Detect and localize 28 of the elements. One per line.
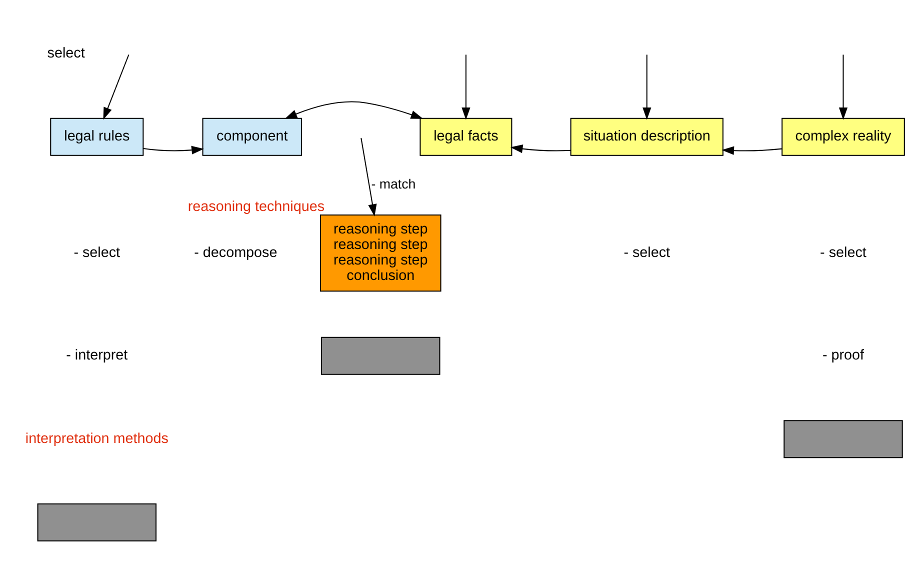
label: - select xyxy=(820,244,866,260)
arrow xyxy=(462,54,470,120)
label: - decompose xyxy=(194,244,278,260)
node-box xyxy=(321,336,440,374)
label: select xyxy=(47,44,85,61)
node-box: legal facts xyxy=(420,117,512,156)
node-box xyxy=(37,502,157,541)
arrow xyxy=(642,54,652,120)
node-box: complex reality xyxy=(782,117,905,156)
arrow xyxy=(103,54,130,120)
node-box: component xyxy=(202,117,302,156)
arrow xyxy=(510,144,571,153)
node-box: situation description xyxy=(570,117,724,156)
arrow xyxy=(838,54,848,120)
arrow xyxy=(722,146,782,154)
label: - proof xyxy=(822,347,864,364)
node-box: reasoning step reasoning step reasoning step conclusion xyxy=(320,214,442,292)
arrow xyxy=(360,137,377,216)
node-box xyxy=(784,420,903,458)
arrow xyxy=(143,145,204,154)
label: - select xyxy=(624,244,670,260)
label: - select xyxy=(74,244,120,260)
arrow xyxy=(284,100,424,118)
node-label: reasoning techniques xyxy=(188,198,325,215)
node-box: legal rules xyxy=(50,117,144,156)
edge-label: - match xyxy=(371,176,416,192)
label: - interpret xyxy=(66,347,128,364)
label: interpretation methods xyxy=(25,430,168,446)
